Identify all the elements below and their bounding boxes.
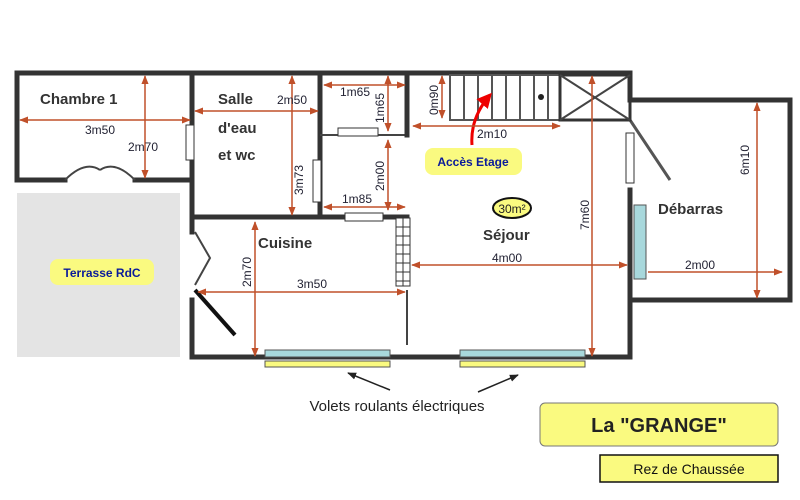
dim-cuisine-depth: 2m70 — [240, 257, 254, 287]
room-cuisine: Cuisine — [258, 235, 312, 252]
acces-etage-label: Accès Etage — [437, 155, 509, 169]
volets-label: Volets roulants électriques — [309, 398, 484, 415]
volets-arrow-right-icon — [477, 374, 519, 393]
subtitle-box — [599, 454, 779, 483]
dim-debarras-depth: 6m10 — [738, 145, 752, 175]
dim-wc-width: 1m65 — [340, 85, 370, 99]
dim-salle-depth: 3m73 — [292, 165, 306, 195]
chambre-door — [64, 165, 136, 181]
plan-subtitle: Rez de Chaussée — [633, 461, 745, 477]
plan-title: La "GRANGE" — [591, 415, 727, 437]
surface-label: 30m² — [498, 202, 525, 216]
title-box — [539, 402, 779, 447]
room-salle-line3: et wc — [218, 147, 256, 164]
openings — [185, 124, 647, 368]
room-chambre-1: Chambre 1 — [40, 91, 118, 108]
dim-stair-depth: 0m90 — [427, 85, 441, 115]
staircase — [449, 73, 632, 122]
dim-debarras-width: 2m00 — [685, 258, 715, 272]
dim-sejour-width: 4m00 — [492, 251, 522, 265]
room-salle-line2: d'eau — [218, 120, 257, 137]
volets-arrow-left-icon — [347, 372, 391, 391]
dimension-lines — [19, 75, 783, 357]
terrasse-label-bg — [50, 259, 154, 285]
surface-badge — [492, 197, 532, 219]
acces-etage-bg — [425, 148, 522, 175]
dim-sejour-depth: 7m60 — [578, 200, 592, 230]
dim-wc-depth: 1m65 — [373, 93, 387, 123]
dim-small-depth: 2m00 — [373, 161, 387, 191]
terrasse-label: Terrasse RdC — [63, 266, 140, 280]
dim-small-width: 1m85 — [342, 192, 372, 206]
stairs-arrow-icon — [470, 92, 492, 146]
room-debarras: Débarras — [658, 201, 723, 218]
dim-chambre-width: 3m50 — [85, 123, 115, 137]
dim-salle-width: 2m50 — [277, 93, 307, 107]
room-salle-line1: Salle — [218, 91, 253, 108]
dim-chambre-depth: 2m70 — [128, 140, 158, 154]
dimension-labels: 3m50 2m70 2m50 3m73 1m65 1m65 2m00 1m85 … — [85, 85, 752, 291]
dim-cuisine-width: 3m50 — [297, 277, 327, 291]
dim-stair-width: 2m10 — [477, 127, 507, 141]
room-sejour: Séjour — [483, 227, 530, 244]
cuisine-door — [193, 288, 237, 337]
